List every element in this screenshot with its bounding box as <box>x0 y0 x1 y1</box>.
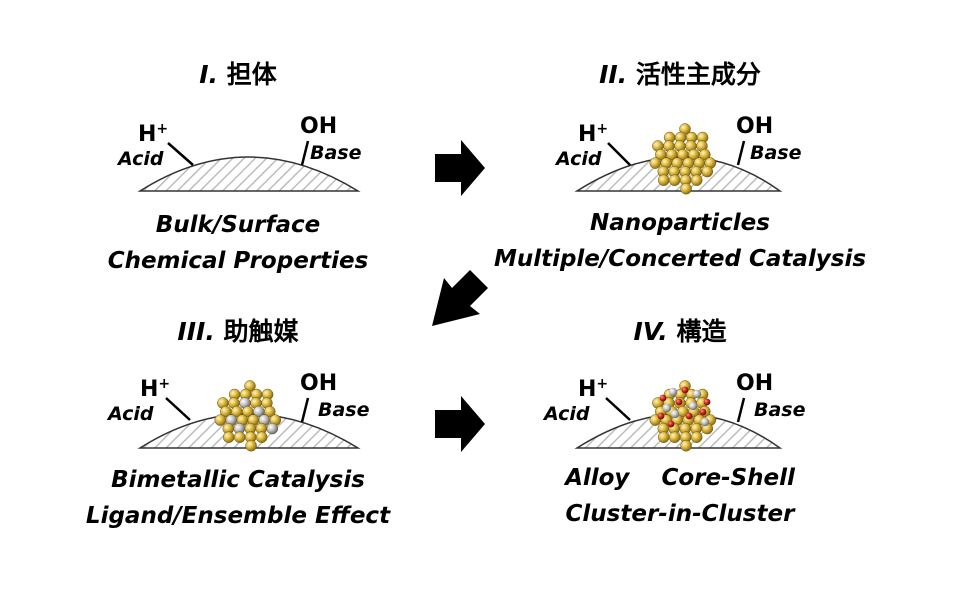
atom <box>657 412 665 420</box>
atom <box>657 174 670 186</box>
acid-label: Acid <box>542 403 590 425</box>
atom <box>659 394 667 402</box>
acid-bond <box>165 397 191 421</box>
acid-label: Acid <box>554 148 602 170</box>
nanoparticle-scene: H+ Acid OH Base <box>554 114 802 195</box>
atom <box>649 157 662 169</box>
base-label: Base <box>310 142 362 164</box>
panel-title-text: 助触媒 <box>223 317 299 346</box>
gold-nanoparticle <box>649 123 717 195</box>
panel-structure: IV. 構造 H+ Acid OH Base Alloy Core-Shell … <box>480 312 880 562</box>
structured-scene: H+ Acid OH Base <box>542 371 806 452</box>
atom <box>690 431 703 443</box>
atom <box>675 398 683 406</box>
description-line: Alloy Core-Shell <box>565 465 795 491</box>
acid-label: Acid <box>106 403 154 425</box>
base-bond <box>736 397 746 423</box>
panel-description: Nanoparticles Multiple/Concerted Catalys… <box>440 205 920 277</box>
atom <box>703 398 711 406</box>
panel-description: Bulk/Surface Chemical Properties <box>0 207 478 279</box>
base-bond <box>300 397 310 423</box>
panel-title-text: 担体 <box>226 60 277 89</box>
hydroxide-label: OH <box>736 114 773 139</box>
panel-cocatalyst: III. 助触媒 H+ Acid OH Base Bimetallic Cata… <box>38 312 438 562</box>
base-label: Base <box>318 399 370 421</box>
base-bond <box>300 140 310 166</box>
description-line: Multiple/Concerted Catalysis <box>493 246 867 272</box>
panel-title: III. 助触媒 <box>38 312 438 348</box>
panel-support: I. 担体 H+ Acid OH Base Bulk/Surface Chemi… <box>38 55 438 305</box>
atom <box>222 431 235 443</box>
atom <box>657 431 670 443</box>
support-scene: H+ Acid OH Base <box>116 114 362 192</box>
atom <box>670 409 680 419</box>
panel-active-component: II. 活性主成分 H+ Aci <box>480 55 880 305</box>
atom <box>680 182 692 195</box>
panel-numeral: III. <box>177 317 215 346</box>
atom <box>680 439 692 452</box>
atom <box>667 420 675 428</box>
description-line: Bimetallic Catalysis <box>111 467 365 493</box>
panel-numeral: I. <box>199 60 219 89</box>
panel-description: Alloy Core-Shell Cluster-in-Cluster <box>440 460 920 532</box>
panel-title-text: 構造 <box>676 317 727 346</box>
atom <box>214 414 227 426</box>
structured-nanoparticle <box>649 380 717 452</box>
description-line: Cluster-in-Cluster <box>565 501 795 527</box>
panel-numeral: II. <box>599 60 628 89</box>
base-label: Base <box>754 399 806 421</box>
proton-label: H+ <box>578 376 608 402</box>
acid-bond <box>167 142 194 166</box>
proton-label: H+ <box>138 121 168 147</box>
atom <box>685 412 693 420</box>
panel-title-text: 活性主成分 <box>635 60 761 89</box>
support-surface <box>137 156 361 192</box>
atom <box>233 431 246 443</box>
atom <box>266 422 279 435</box>
panel-title: I. 担体 <box>38 55 438 91</box>
atom <box>701 165 714 178</box>
bimetallic-scene: H+ Acid OH Base <box>106 371 370 452</box>
atom <box>692 389 702 399</box>
atom <box>688 401 698 411</box>
atom <box>699 148 711 161</box>
hydroxide-label: OH <box>736 371 773 396</box>
panel-numeral: IV. <box>633 317 668 346</box>
arrow-right-bottom <box>435 396 485 452</box>
atom <box>662 403 672 413</box>
atom <box>699 408 707 416</box>
atom <box>264 405 276 418</box>
acid-bond <box>605 397 631 421</box>
atom <box>245 439 257 452</box>
description-line: Nanoparticles <box>590 210 770 236</box>
atom <box>255 431 268 443</box>
panel-description: Bimetallic Catalysis Ligand/Ensemble Eff… <box>0 462 478 534</box>
bimetallic-nanoparticle <box>214 380 282 452</box>
base-bond <box>736 140 746 166</box>
arrow-down-left <box>432 270 488 326</box>
description-line: Bulk/Surface <box>155 212 321 238</box>
acid-label: Acid <box>116 148 164 170</box>
panel-title: IV. 構造 <box>480 312 880 348</box>
description-line: Chemical Properties <box>107 248 369 274</box>
atom <box>668 174 681 186</box>
atom <box>681 386 689 394</box>
hydroxide-label: OH <box>300 114 337 139</box>
base-label: Base <box>750 142 802 164</box>
atom <box>668 387 678 397</box>
arrow-right-top <box>435 140 485 196</box>
atom <box>668 431 681 443</box>
proton-label: H+ <box>578 121 608 147</box>
panel-title: II. 活性主成分 <box>480 55 880 91</box>
atom <box>690 174 703 186</box>
hydroxide-label: OH <box>300 371 337 396</box>
proton-label: H+ <box>140 376 170 402</box>
atom <box>700 417 710 427</box>
acid-bond <box>607 142 631 166</box>
description-line: Ligand/Ensemble Effect <box>85 503 391 529</box>
